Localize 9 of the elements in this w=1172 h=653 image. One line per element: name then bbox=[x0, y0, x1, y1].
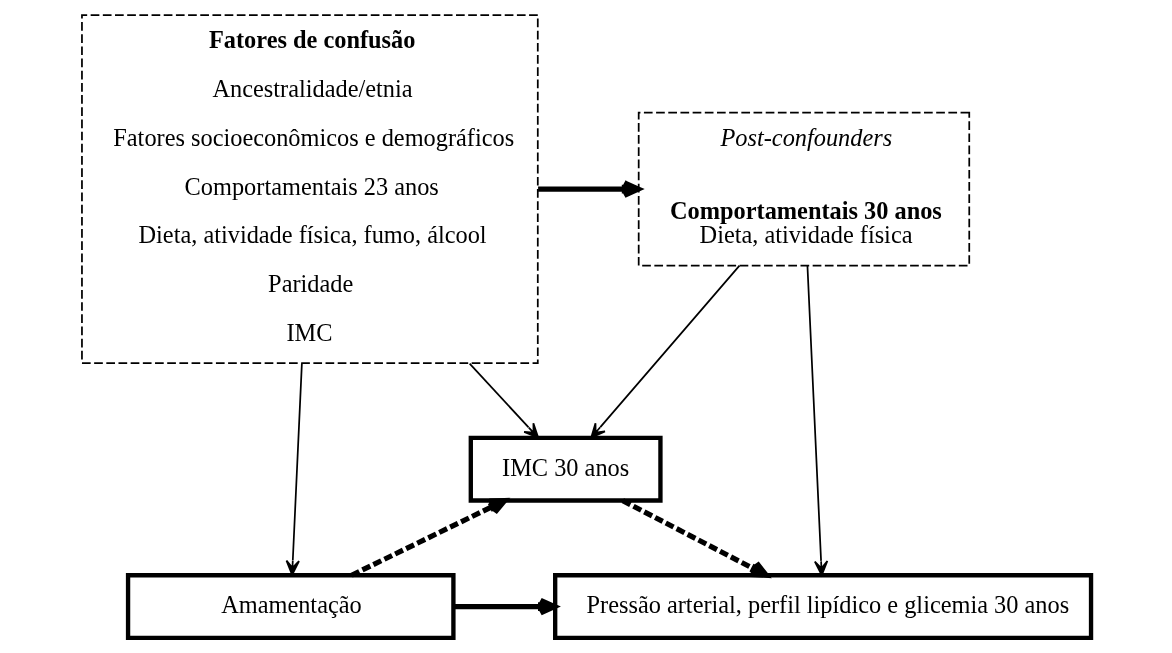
arrow bbox=[468, 362, 539, 439]
node-box: Post-confounders Comportamentais 30 anos Dieta, atividade física bbox=[637, 111, 970, 267]
arrow bbox=[621, 498, 769, 578]
node-box: IMC 30 anos bbox=[468, 435, 663, 503]
node-box: Pressão arterial, perfil lipídico e glicemia 30 anos bbox=[552, 573, 1093, 641]
arrow bbox=[589, 264, 740, 439]
node-box: Amamentação bbox=[125, 573, 456, 641]
arrow bbox=[285, 362, 303, 576]
node-box: Fatores de confusão Ancestralidade/etnia Fatores socioeconômicos e demográficos Comportamentais 23 anos Dieta, atividade física, fumo, álcool Paridade IMC bbox=[80, 14, 539, 364]
